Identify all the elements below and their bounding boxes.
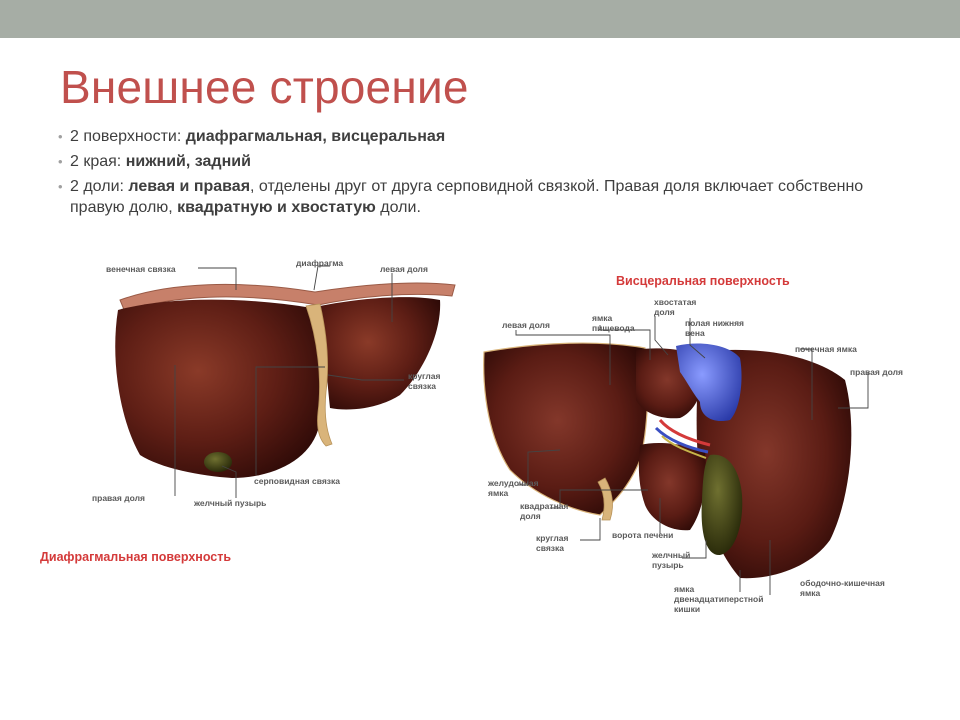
label-falciform-ligament: серповидная связка: [254, 476, 341, 486]
label-inferior-vena-cava: полая нижняя вена: [685, 318, 745, 338]
slide-title: Внешнее строение: [60, 61, 469, 113]
label-esophageal-fossa: ямка пищевода: [592, 313, 635, 333]
label-renal-fossa: почечная ямка: [795, 344, 857, 354]
label-round-ligament-visceral: круглая связка: [536, 533, 569, 553]
bold-text: диафрагмальная, висцеральная: [185, 128, 446, 145]
label-porta-hepatis: ворота печени: [612, 530, 674, 540]
top-bar: [0, 0, 960, 38]
label-colic-fossa: ободочно-кишечная ямка: [800, 578, 885, 598]
label-caudate-lobe: хвостатая доля: [654, 297, 697, 317]
bullet-text: 2 края: нижний, задний: [70, 153, 251, 170]
bullet-list: 2 поверхности: диафрагмальная, висцераль…: [58, 126, 908, 222]
diaphragmatic-liver: [115, 282, 456, 478]
label-diaphragm: диафрагма: [296, 258, 344, 268]
bullet-item: 2 края: нижний, задний: [58, 151, 908, 172]
caption-visceral: Висцеральная поверхность: [616, 274, 790, 288]
right-leader-lines: [515, 316, 869, 595]
label-gallbladder-visceral: желчный пузырь: [652, 550, 691, 570]
text-run: 2 доли:: [70, 178, 129, 195]
label-quadrate-lobe: квадратная доля: [520, 501, 569, 521]
bullet-item: 2 поверхности: диафрагмальная, висцераль…: [58, 126, 908, 147]
text-run: доли.: [375, 199, 421, 216]
caption-diaphragmatic: Диафрагмальная поверхность: [40, 550, 232, 564]
visceral-liver: [483, 342, 852, 579]
label-gallbladder: желчный пузырь: [194, 498, 267, 508]
bullet-item: 2 доли: левая и правая, отделены друг от…: [58, 176, 908, 218]
left-leader-lines: [174, 265, 404, 498]
bold-text: квадратную и хвостатую: [177, 199, 376, 216]
text-run: 2 края:: [70, 153, 126, 170]
label-duodenal-fossa: ямка двенадцатиперстной кишки: [674, 584, 764, 614]
label-right-lobe: правая доля: [92, 493, 145, 503]
text-run: , отделены друг от друга серповидной свя…: [70, 178, 864, 216]
bullet-text: 2 поверхности: диафрагмальная, висцераль…: [70, 128, 445, 145]
label-left-lobe-visceral: левая доля: [502, 320, 550, 330]
label-gastric-fossa: желудочная ямка: [488, 478, 539, 498]
label-right-lobe-visceral: правая доля: [850, 367, 903, 377]
label-left-lobe: левая доля: [380, 264, 428, 274]
label-coronary-ligament: венечная связка: [106, 264, 176, 274]
text-run: 2 поверхности:: [70, 128, 186, 145]
label-round-ligament: круглая связка: [408, 371, 441, 391]
bold-text: нижний, задний: [125, 153, 251, 170]
bold-text: левая и правая: [128, 178, 251, 195]
bullet-text: 2 доли: левая и правая, отделены друг от…: [70, 178, 863, 216]
